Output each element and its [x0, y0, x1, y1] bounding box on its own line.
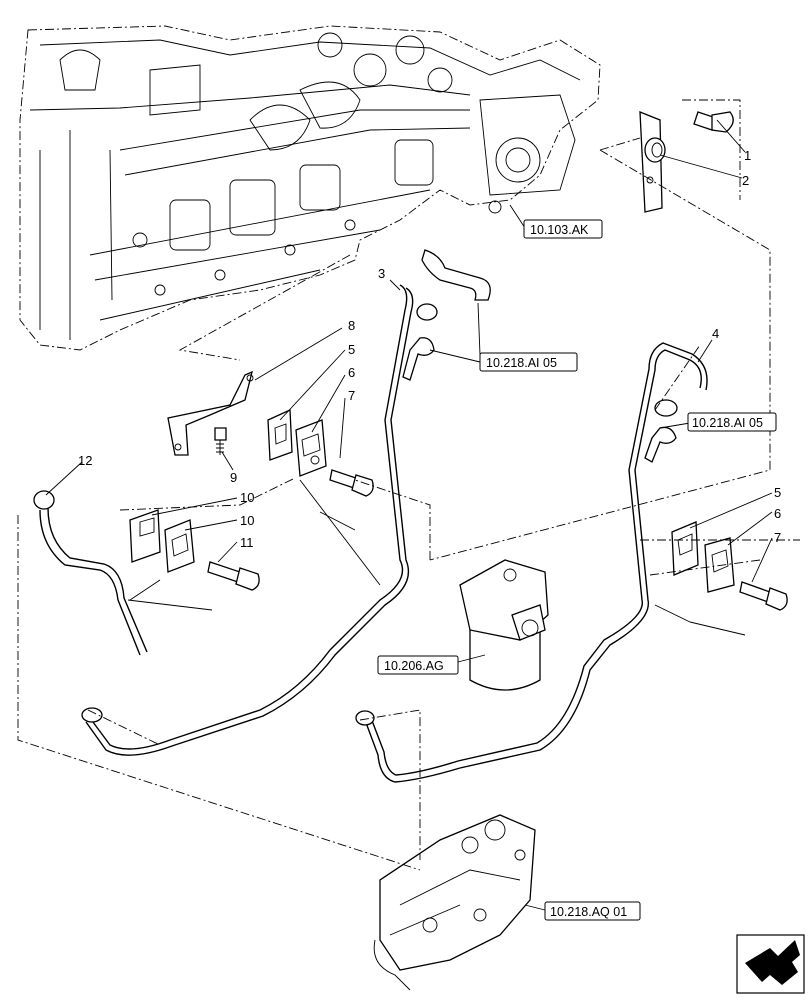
reference-10-218-aq-01[interactable]: 10.218.AQ 01 [544, 901, 641, 921]
fuel-pipe-12-icon [33, 490, 148, 656]
clamp-half-icon [671, 521, 699, 576]
next-page-arrow-icon[interactable] [736, 934, 805, 994]
fuel-pipe-3-icon [81, 284, 414, 756]
callout-1: 1 [744, 148, 751, 163]
callout-4: 4 [712, 326, 719, 341]
reference-label: 10.218.AI 05 [692, 416, 763, 430]
fuel-pipe-4-icon [355, 342, 708, 783]
injection-pump-icon [373, 814, 536, 991]
callout-9: 9 [230, 470, 237, 485]
callout-6: 6 [774, 506, 781, 521]
callout-6: 6 [348, 365, 355, 380]
callout-2: 2 [742, 173, 749, 188]
reference-10-218-ai-05[interactable]: 10.218.AI 05 [687, 412, 777, 432]
reference-label: 10.206.AG [384, 659, 444, 673]
reference-label: 10.218.AQ 01 [550, 905, 627, 919]
callout-7: 7 [348, 388, 355, 403]
bolt-icon [329, 469, 374, 497]
callout-3: 3 [378, 266, 385, 281]
callout-10: 10 [240, 490, 254, 505]
reference-10-103-ak[interactable]: 10.103.AK [523, 219, 603, 239]
callout-5: 5 [348, 342, 355, 357]
callout-7: 7 [774, 530, 781, 545]
clamp-half-icon [267, 409, 293, 461]
bolt-icon [739, 581, 788, 611]
clamp-half-icon [295, 419, 327, 477]
callout-8: 8 [348, 318, 355, 333]
screw-icon [214, 427, 227, 455]
callout-11: 11 [240, 535, 254, 550]
bushing-icon [644, 137, 666, 163]
reference-label: 10.218.AI 05 [486, 356, 557, 370]
clamp-half-icon [704, 537, 735, 593]
mounting-bracket-icon [639, 111, 663, 213]
bolt-icon [693, 111, 734, 133]
reference-10-218-ai-05[interactable]: 10.218.AI 05 [479, 352, 578, 372]
reference-label: 10.103.AK [530, 223, 589, 237]
callout-10: 10 [240, 513, 254, 528]
callout-12: 12 [78, 453, 92, 468]
banjo-fitting-icon [402, 249, 491, 381]
bolt-icon [207, 561, 260, 591]
fuel-filter-icon [459, 559, 549, 691]
callout-5: 5 [774, 485, 781, 500]
support-bracket-icon [167, 370, 254, 456]
reference-10-206-ag[interactable]: 10.206.AG [377, 655, 459, 675]
clamp-half-icon [164, 519, 195, 573]
clamp-half-icon [129, 509, 161, 563]
engine-block-icon [19, 25, 601, 351]
